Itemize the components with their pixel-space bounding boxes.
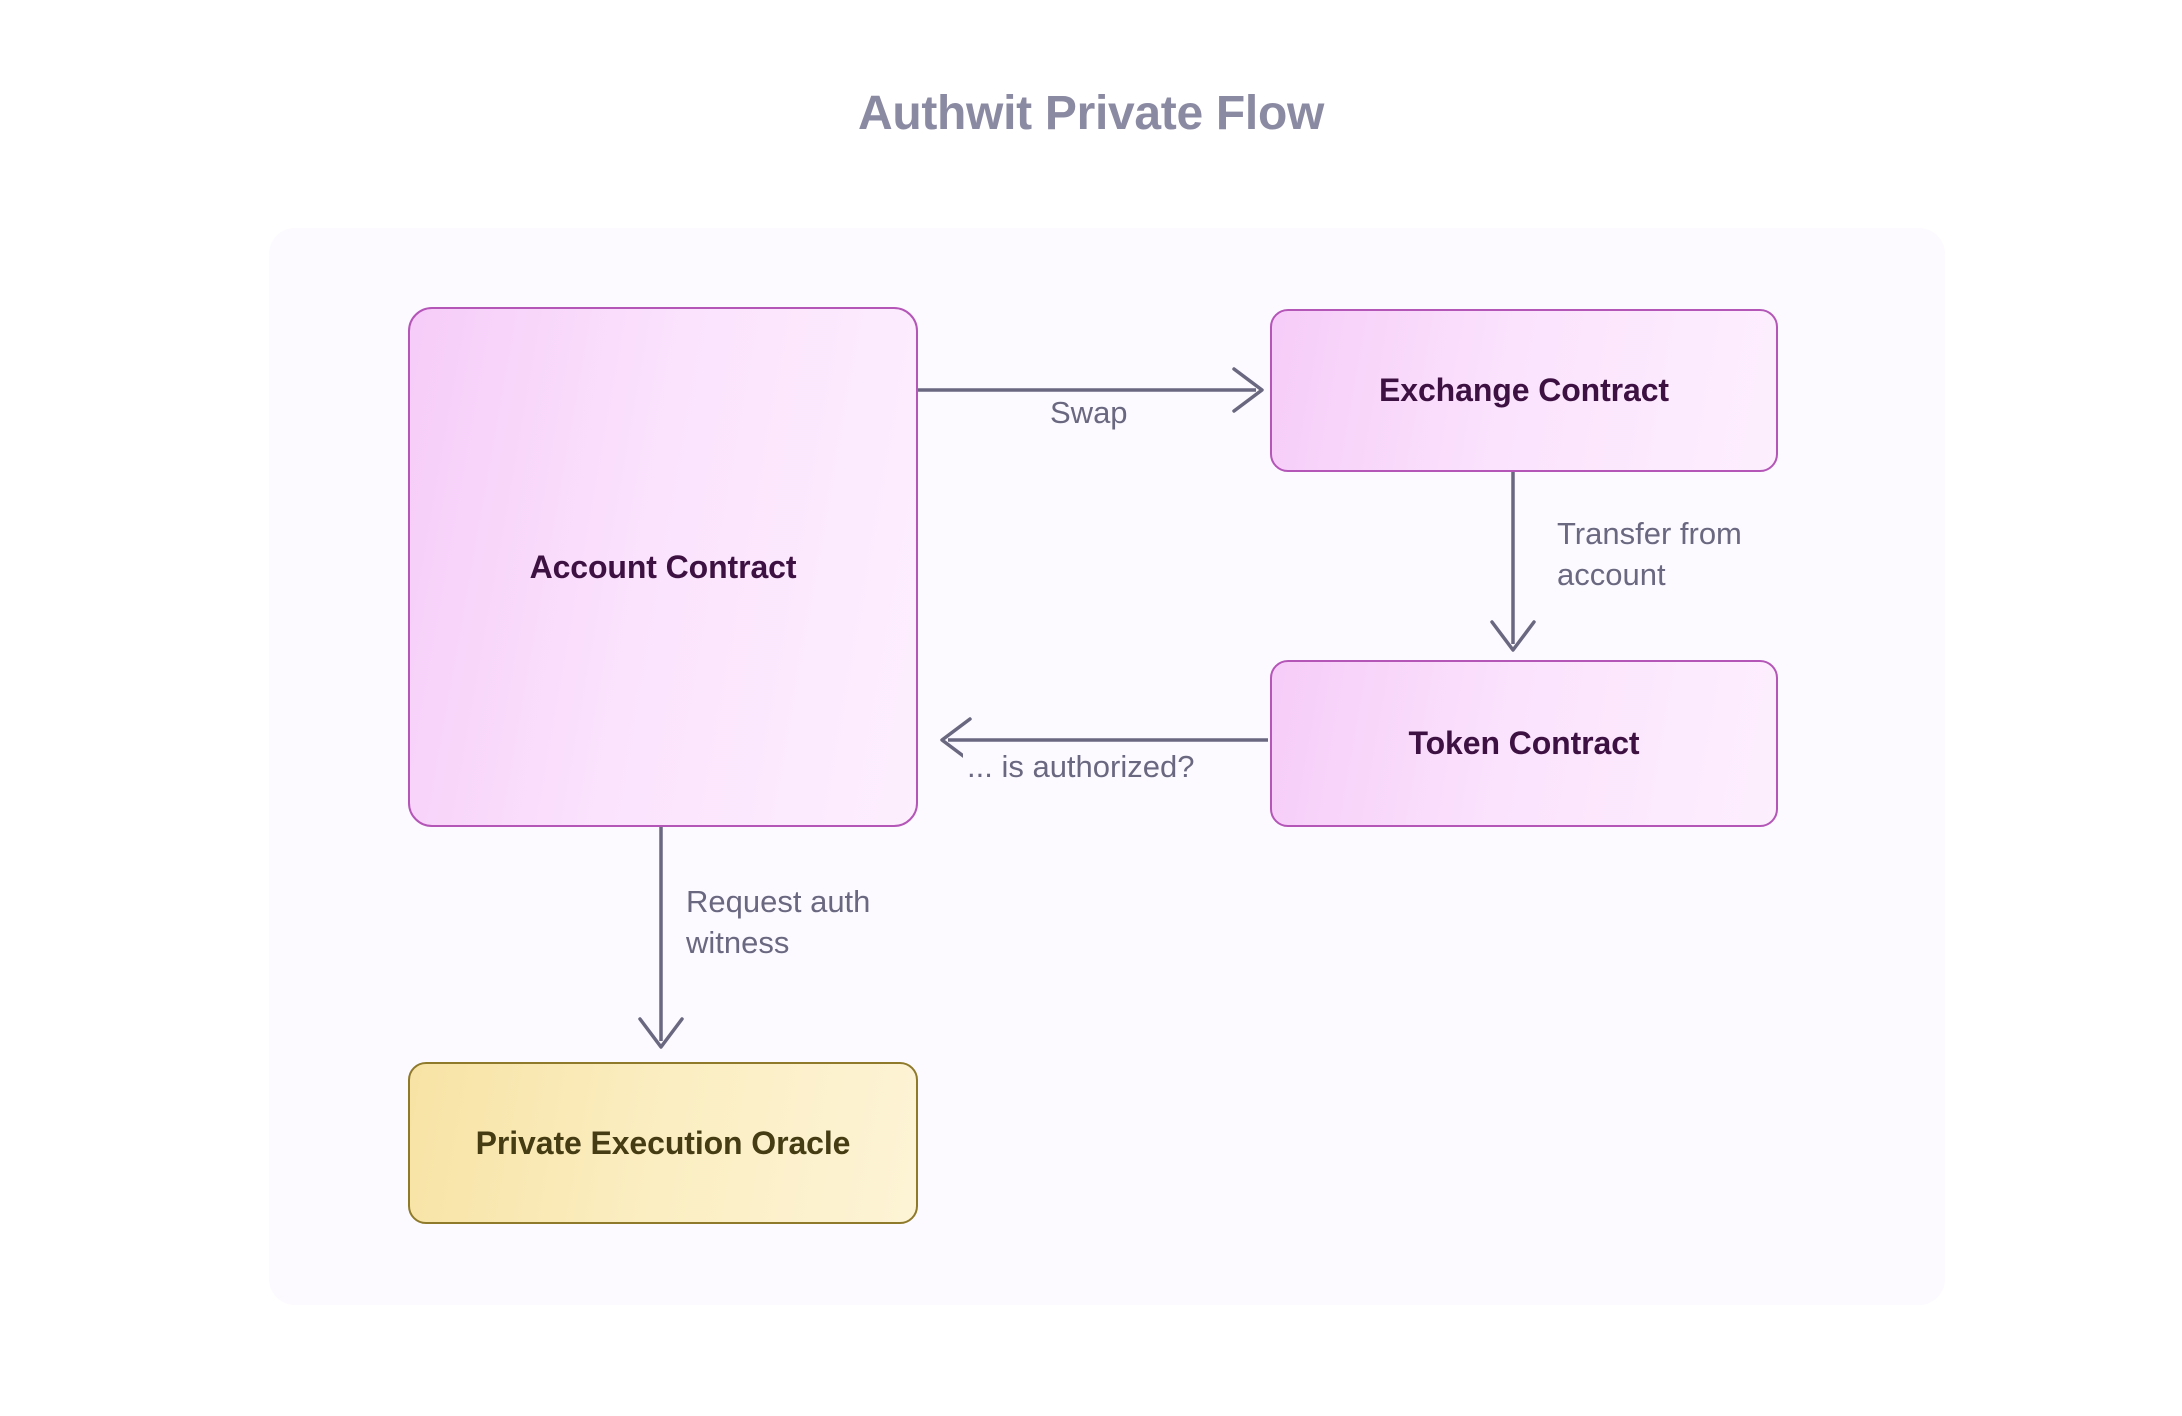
edge-label-transfer-from-account: Transfer from account <box>1553 513 1803 596</box>
node-token-contract-label: Token Contract <box>1408 725 1640 761</box>
node-account-contract[interactable]: Account Contract <box>408 307 918 827</box>
node-private-execution-oracle[interactable]: Private Execution Oracle <box>408 1062 918 1224</box>
node-exchange-contract-label: Exchange Contract <box>1379 372 1669 408</box>
node-private-execution-oracle-label: Private Execution Oracle <box>475 1124 851 1161</box>
node-token-contract[interactable]: Token Contract <box>1270 660 1778 827</box>
edge-label-is-authorized: ... is authorized? <box>963 746 1199 788</box>
edge-label-swap: Swap <box>1046 392 1132 434</box>
page-title: Authwit Private Flow <box>857 87 1325 140</box>
edge-label-request-auth-witness: Request auth witness <box>682 881 932 964</box>
node-account-contract-label: Account Contract <box>529 548 797 585</box>
node-exchange-contract[interactable]: Exchange Contract <box>1270 309 1778 472</box>
